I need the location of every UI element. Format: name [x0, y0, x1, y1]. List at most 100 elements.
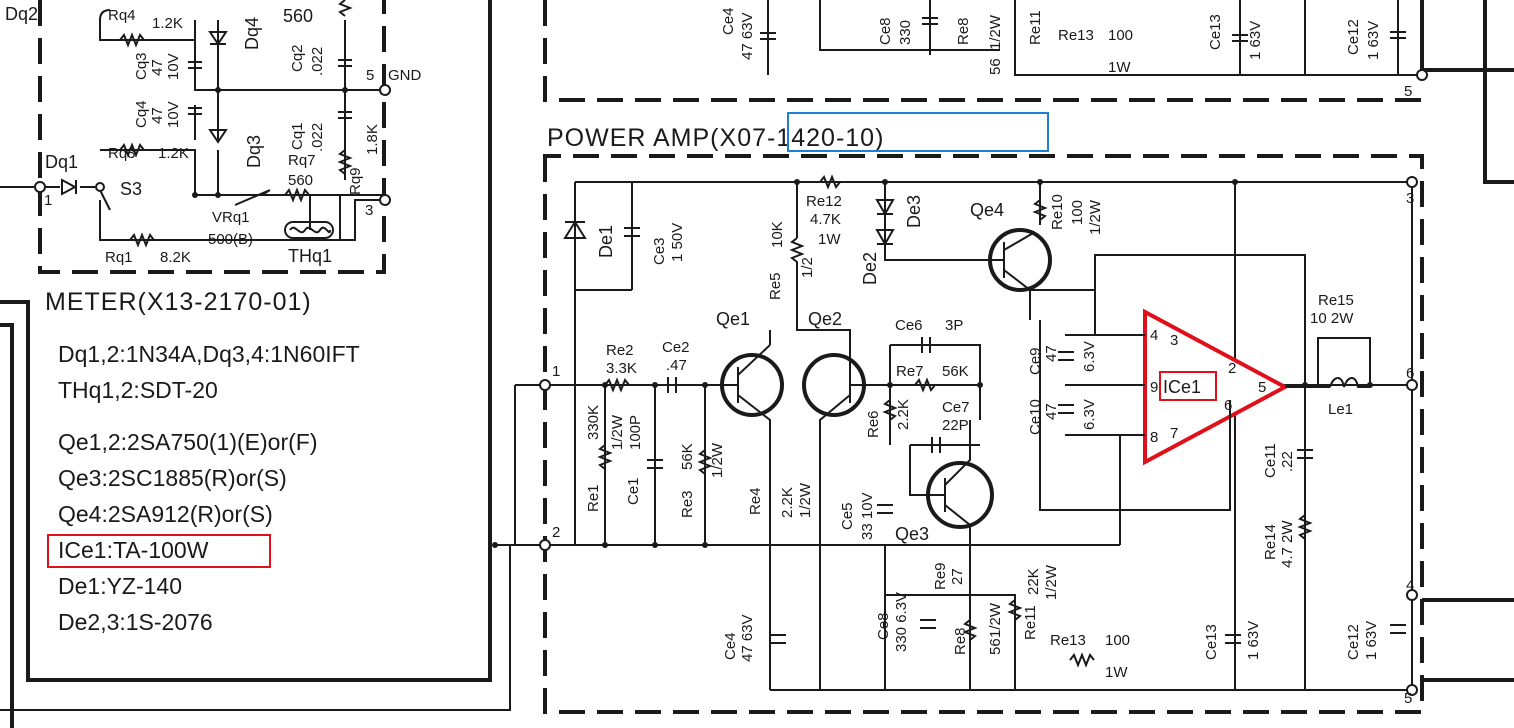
label-re5: Re5 [767, 272, 784, 300]
label-cq3: Cq3 [133, 52, 150, 80]
label-qe1: Qe1 [716, 309, 750, 329]
note-qe12: Qe1,2:2SA750(1)(E)or(F) [58, 429, 317, 455]
top-label-ce4: Ce4 [720, 7, 737, 35]
label-re4: Re4 [747, 487, 764, 515]
label-ce2-value: .47 [666, 357, 687, 374]
label-ice1: ICe1 [1163, 377, 1201, 397]
top-label-re11: Re11 [1027, 10, 1044, 45]
label-ce4: Ce4 [722, 632, 739, 660]
label-re9: Re9 [932, 562, 949, 590]
label-ce5-value: 33 10V [859, 492, 876, 540]
power-amp-part-number: X07-1420-10 [720, 124, 876, 152]
label-ce13-value: 1 63V [1245, 621, 1262, 660]
top-label-re8-watt: 1/2W [987, 14, 1004, 50]
top-label-re13-watt: 1W [1108, 59, 1131, 76]
label-rq1-value: 8.2K [160, 249, 191, 266]
meter-title: METER(X13-2170-01) [45, 288, 312, 316]
terminal-5: 5 [1404, 690, 1412, 707]
note-de1: De1:YZ-140 [58, 573, 182, 599]
label-ce10-value: 47 [1043, 403, 1060, 420]
ic-pin-6: 6 [1224, 397, 1232, 414]
label-re2: Re2 [606, 342, 634, 359]
label-cq4: Cq4 [133, 100, 150, 128]
label-ce8-value: 330 6.3V [893, 592, 910, 652]
label-re1-value: 330K [585, 405, 602, 440]
transistor-qe1 [720, 353, 784, 417]
top-label-ce12-value: 1 63V [1365, 21, 1382, 60]
label-re6-value: 2.2K [895, 399, 912, 430]
label-ce5: Ce5 [839, 502, 856, 530]
label-qe2: Qe2 [808, 309, 842, 329]
power-amp-title: POWER AMP(X07-1420-10) [547, 124, 884, 152]
label-re10: Re10 [1049, 194, 1066, 230]
label-rq9-value: 1.8K [364, 124, 381, 155]
label-re1-watt: 1/2W [609, 414, 626, 450]
label-rq4: Rq4 [108, 7, 136, 24]
top-strip-border [543, 0, 1422, 102]
label-ce8: Ce8 [875, 612, 892, 640]
part-number-highlight [787, 112, 1049, 152]
label-re13-watt: 1W [1105, 664, 1128, 681]
label-ce3-value: 1 50V [669, 223, 686, 262]
label-rq1: Rq1 [105, 249, 133, 266]
label-cq2: Cq2 [289, 44, 306, 72]
top-label-terminal-5: 5 [1404, 83, 1412, 100]
label-re15: Re15 [1318, 292, 1354, 309]
label-de1: De1 [596, 225, 616, 258]
outer-frame [0, 0, 492, 682]
label-re11-value: 22K [1025, 568, 1042, 595]
label-s3: S3 [120, 179, 142, 199]
note-qe3: Qe3:2SC1885(R)or(S) [58, 465, 287, 491]
label-re12: Re12 [806, 193, 842, 210]
label-cq2-value: .022 [309, 47, 326, 76]
label-dq1: Dq1 [45, 152, 78, 172]
top-label-ce8-value: 330 [897, 20, 914, 45]
label-cq3-volt: 10V [165, 53, 182, 80]
label-gnd: GND [388, 67, 422, 84]
label-re11: Re11 [1022, 605, 1039, 640]
label-re3-watt: 1/2W [709, 442, 726, 478]
meter-section: Dq2 Rq4 1.2K Dq4 560 Cq3 47 10V Cq2 .022… [0, 0, 511, 728]
label-thq1: THq1 [288, 246, 332, 266]
label-re12-watt: 1W [818, 231, 841, 248]
power-amp-dashed-border [543, 154, 1424, 714]
label-ce9: Ce9 [1027, 347, 1044, 375]
label-rq7-value: 560 [288, 172, 313, 189]
label-re4-watt: 1/2W [797, 482, 814, 518]
label-dq3: Dq3 [244, 135, 264, 168]
label-node-3: 3 [365, 202, 373, 219]
power-amp-title-prefix: POWER AMP( [547, 124, 720, 152]
label-dq2: Dq2 [5, 4, 38, 24]
label-re3: Re3 [679, 490, 696, 518]
label-ce11: Ce11 [1262, 443, 1279, 478]
label-de2: De2 [860, 252, 880, 285]
label-re4-value: 2.2K [779, 487, 796, 518]
top-label-re8: Re8 [955, 17, 972, 45]
label-re13-value: 100 [1105, 632, 1130, 649]
label-re8: Re8 [952, 627, 969, 655]
top-strip: Ce4 47 63V Ce8 330 Re8 56 1/2W Re11 Re13… [543, 0, 1514, 102]
label-ce12-value: 1 63V [1363, 621, 1380, 660]
label-vrq1-value: 500(B) [208, 231, 253, 248]
label-cq3-value: 47 [149, 59, 166, 76]
label-node-1: 1 [44, 192, 52, 209]
meter-dashed-border [38, 0, 386, 274]
label-cq4-value: 47 [149, 107, 166, 124]
label-re7-value: 56K [942, 363, 969, 380]
label-rq3: Rq3 [108, 145, 136, 162]
top-label-re13-value: 100 [1108, 27, 1133, 44]
terminal-3: 3 [1406, 190, 1414, 207]
terminal-1: 1 [552, 363, 560, 380]
label-rq4-value: 1.2K [152, 15, 183, 32]
label-node-5: 5 [366, 67, 374, 84]
label-ce6-value: 3P [945, 317, 963, 334]
ic-pin-8: 8 [1150, 429, 1158, 446]
label-re14: Re14 [1262, 524, 1279, 560]
label-qe3: Qe3 [895, 524, 929, 544]
ic-pin-3: 3 [1170, 332, 1178, 349]
terminal-6: 6 [1406, 365, 1414, 382]
top-label-ce4-value: 47 63V [739, 12, 756, 60]
ic-pin-4: 4 [1150, 327, 1158, 344]
label-qe4: Qe4 [970, 200, 1004, 220]
